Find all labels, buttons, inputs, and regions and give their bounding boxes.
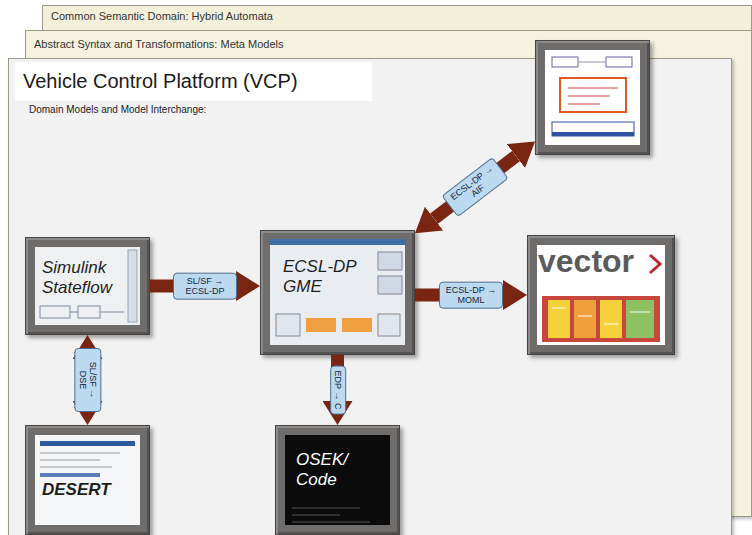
box-label: DESERT <box>42 480 111 500</box>
tool-box: DESERT <box>25 425 150 535</box>
tool-box <box>535 40 650 155</box>
box-label: ECSL-DP GME <box>283 257 365 296</box>
edge-label-patch: ECSL-DP → MOML <box>439 282 503 309</box>
edge-label-patch: SL/SF → DSE <box>74 348 101 412</box>
edge-label: SL/SF → ECSL-DP <box>173 273 237 300</box>
edge-label-patch: SL/SF → ECSL-DP <box>173 273 237 300</box>
box-label: vector <box>538 244 634 279</box>
edge-label: EDP → C <box>329 366 345 415</box>
tool-box: OSEK/ Code <box>275 425 400 535</box>
box-label: Simulink Stateflow <box>42 258 128 297</box>
sheet-heading: Abstract Syntax and Transformations: Met… <box>34 38 283 51</box>
tool-box: ECSL-DP GME <box>260 230 415 355</box>
tool-box: vector <box>527 235 675 355</box>
edge-label-patch: EDP → C <box>329 366 345 415</box>
tool-box: Simulink Stateflow <box>25 237 150 335</box>
sheet-heading: Vehicle Control Platform (VCP) <box>15 62 372 101</box>
box-label: OSEK/ Code <box>296 450 358 489</box>
sheet-heading: Common Semantic Domain: Hybrid Automata <box>51 10 273 23</box>
edge-label: ECSL-DP → MOML <box>439 282 503 309</box>
edge-label: SL/SF → DSE <box>74 348 101 412</box>
sheet-heading: Domain Models and Model Interchange: <box>29 104 206 116</box>
layer-sheet: Simulink Stateflow ECSL-DP GME vectorDESER… <box>8 58 732 535</box>
